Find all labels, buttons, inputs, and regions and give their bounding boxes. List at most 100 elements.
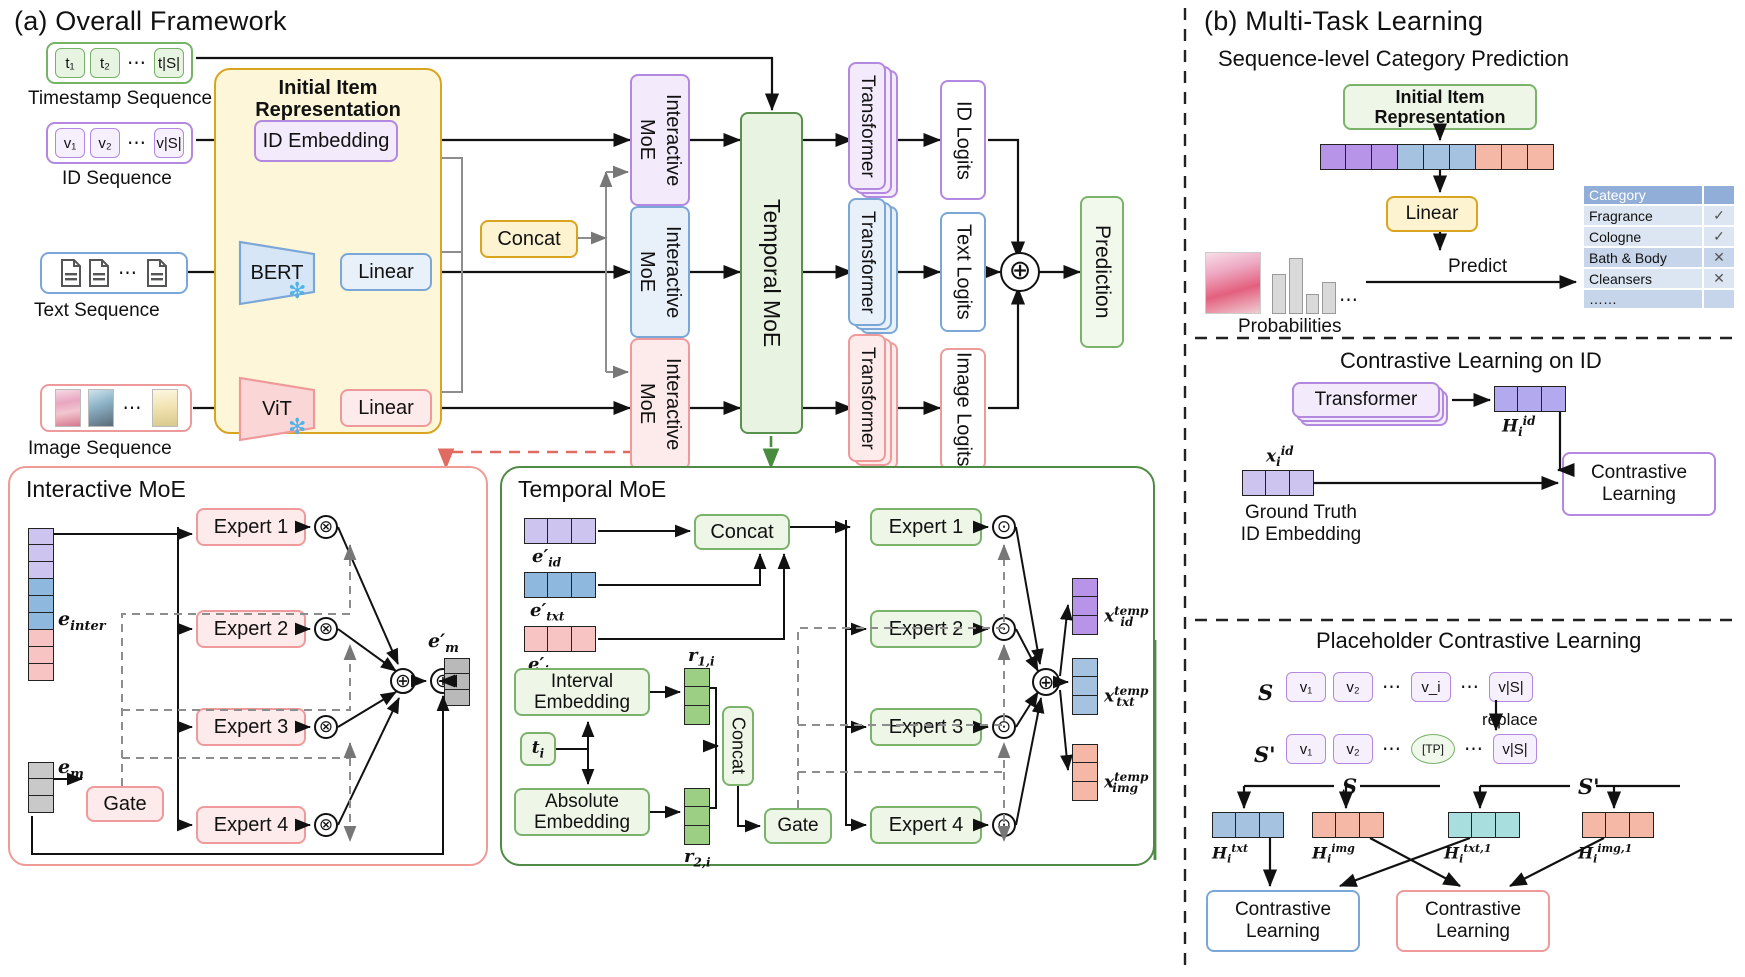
tmoe-gate-box[interactable]: Gate [764, 808, 832, 844]
category-mark: ✕ [1704, 269, 1734, 288]
vector-cell [1518, 386, 1542, 412]
transformer-stack-id[interactable]: Transformer [848, 62, 900, 202]
contrastive-learning-img-box: Contrastive Learning [1396, 890, 1550, 952]
imoe-expert-4[interactable]: Expert 4 [196, 806, 306, 844]
tmoe-expert-1[interactable]: Expert 1 [870, 508, 982, 546]
e-inter-label: einter [58, 608, 106, 634]
times-symbol: ⊗ [318, 815, 334, 834]
vector-cell [28, 596, 54, 613]
vector-cell [444, 690, 470, 706]
text-sequence-box: ⋯ [40, 252, 188, 294]
transformer-stack-image[interactable]: Transformer [848, 334, 900, 474]
e-prime-txt-vector [524, 572, 596, 598]
ellipsis: ⋯ [1339, 290, 1358, 311]
concat-box[interactable]: Concat [480, 220, 578, 258]
category-name: Cleansers [1584, 269, 1702, 288]
strip-cell [1502, 144, 1528, 170]
b-linear-box[interactable]: Linear [1386, 196, 1478, 232]
vector-cell [1448, 812, 1472, 838]
imoe-line1: Interactive [662, 93, 684, 187]
vector-cell [1072, 597, 1098, 616]
tmoe-sum-node: ⊕ [1032, 668, 1060, 696]
vector-cell [444, 658, 470, 674]
times-symbol: ⊗ [318, 619, 334, 638]
hadamard-node: ⊙ [992, 813, 1016, 837]
category-mark: ✓ [1704, 227, 1734, 246]
id-embedding-box[interactable]: ID Embedding [254, 120, 398, 162]
mark-header [1704, 186, 1734, 204]
h-txt1-vector [1448, 812, 1520, 838]
timestamp-sequence-box: t₁ t₂ ⋯ t|S| [46, 42, 193, 84]
vector-cell [1630, 812, 1654, 838]
seq-chip: v₁ [1286, 734, 1326, 764]
interval-embedding-box[interactable]: Interval Embedding [514, 668, 650, 716]
image-logits-box: Image Logits [940, 348, 986, 470]
temporal-moe-panel-title: Temporal MoE [518, 476, 667, 502]
h-img1-vector [1582, 812, 1654, 838]
vector-cell [684, 668, 710, 687]
seq-S-chips: v₁ v₂ ⋯ v_i ⋯ v|S| [1286, 672, 1533, 702]
vit-block[interactable]: ViT ✻ [238, 376, 316, 442]
id-chip: v₂ [90, 128, 120, 158]
tmoe-concat-top[interactable]: Concat [694, 514, 790, 550]
vector-cell [684, 687, 710, 706]
interactive-moe-panel-title: Interactive MoE [26, 476, 186, 502]
strip-cell [1476, 144, 1502, 170]
transformer-front[interactable]: Transformer [848, 334, 886, 462]
bert-block[interactable]: BERT ✻ [238, 240, 316, 306]
seq-chip: v₂ [1333, 734, 1373, 764]
bracket-Sp-label: S' [1578, 774, 1600, 799]
absolute-line1: Absolute [545, 791, 619, 812]
transformer-front[interactable]: Transformer [848, 62, 886, 190]
tmoe-expert-2[interactable]: Expert 2 [870, 610, 982, 648]
vector-cell [1072, 578, 1098, 597]
seq-Sp-label: S' [1254, 742, 1276, 767]
strip-cell [1372, 144, 1398, 170]
linear-text-box[interactable]: Linear [340, 253, 432, 291]
vector-cell [524, 572, 548, 598]
vector-cell [572, 626, 596, 652]
h-txt-label: Hitxt [1212, 842, 1249, 866]
imoe-gate-box[interactable]: Gate [86, 786, 164, 822]
interactive-moe-image[interactable]: Interactive MoE [630, 338, 690, 470]
table-row: Cleansers ✕ [1584, 269, 1734, 288]
histogram-bar [1288, 258, 1303, 314]
interactive-moe-text[interactable]: Interactive MoE [630, 206, 690, 338]
ellipsis: ⋯ [1382, 738, 1402, 760]
linear-image-box[interactable]: Linear [340, 389, 432, 427]
imoe-expert-1[interactable]: Expert 1 [196, 508, 306, 546]
e-prime-m-label: e′m [428, 630, 459, 656]
imoe-expert-2[interactable]: Expert 2 [196, 610, 306, 648]
temporal-moe-block[interactable]: Temporal MoE [740, 112, 803, 434]
b-initial-item-representation: Initial Item Representation [1343, 84, 1537, 130]
interactive-moe-id[interactable]: Interactive MoE [630, 74, 690, 206]
bracket-S-label: S [1342, 774, 1358, 799]
absolute-embedding-box[interactable]: Absolute Embedding [514, 788, 650, 836]
imoe-expert-3[interactable]: Expert 3 [196, 708, 306, 746]
b-transformer-front[interactable]: Transformer [1292, 382, 1440, 418]
vector-cell [28, 545, 54, 562]
strip-cell [1528, 144, 1554, 170]
transformer-stack-text[interactable]: Transformer [848, 198, 900, 338]
transformer-label: Transformer [857, 346, 878, 450]
b-transformer-stack[interactable]: Transformer [1292, 382, 1452, 426]
interval-line1: Interval [550, 671, 614, 692]
h-img-vector [1312, 812, 1384, 838]
vector-cell [28, 796, 54, 813]
iir-line2: Representation [255, 99, 401, 121]
tmoe-concat-mid[interactable]: Concat [722, 706, 754, 786]
snowflake-icon: ✻ [288, 414, 307, 439]
timestamp-chip: t₂ [90, 48, 120, 78]
multiply-node: ⊗ [314, 715, 338, 739]
initial-item-representation-title: Initial Item Representation [222, 76, 434, 122]
ellipsis: ⋯ [127, 52, 147, 74]
dot-symbol: ⊙ [996, 717, 1012, 736]
tmoe-expert-3[interactable]: Expert 3 [870, 708, 982, 746]
tmoe-expert-4[interactable]: Expert 4 [870, 806, 982, 844]
vector-cell [1312, 812, 1336, 838]
transformer-front[interactable]: Transformer [848, 198, 886, 326]
table-row: …… [1584, 290, 1734, 308]
times-symbol: ⊗ [318, 717, 334, 736]
transformer-label: Transformer [857, 210, 878, 314]
gt-line1: Ground Truth [1245, 502, 1357, 523]
